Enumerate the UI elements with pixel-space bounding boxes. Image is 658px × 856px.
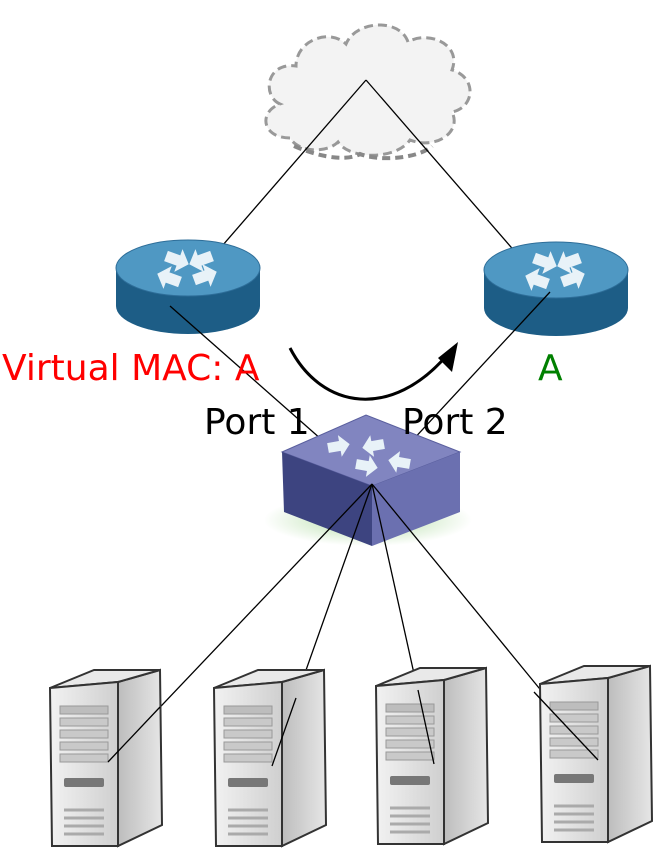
router-left bbox=[115, 239, 261, 334]
switch-icon bbox=[264, 414, 472, 546]
server-4 bbox=[538, 664, 654, 844]
server-icon bbox=[538, 664, 654, 844]
failover-arrow bbox=[288, 342, 458, 401]
server-1 bbox=[48, 668, 164, 848]
router-icon bbox=[115, 239, 261, 334]
server-2 bbox=[212, 668, 328, 848]
port-1-label: Port 1 bbox=[204, 402, 310, 443]
virtual-mac-label: Virtual MAC: A bbox=[2, 348, 260, 389]
router-icon bbox=[483, 241, 629, 336]
mac-right-label: A bbox=[538, 348, 563, 389]
cloud-icon bbox=[264, 23, 472, 161]
server-icon bbox=[48, 668, 164, 848]
port-2-label: Port 2 bbox=[402, 402, 508, 443]
server-icon bbox=[212, 668, 328, 848]
router-right bbox=[483, 241, 629, 336]
